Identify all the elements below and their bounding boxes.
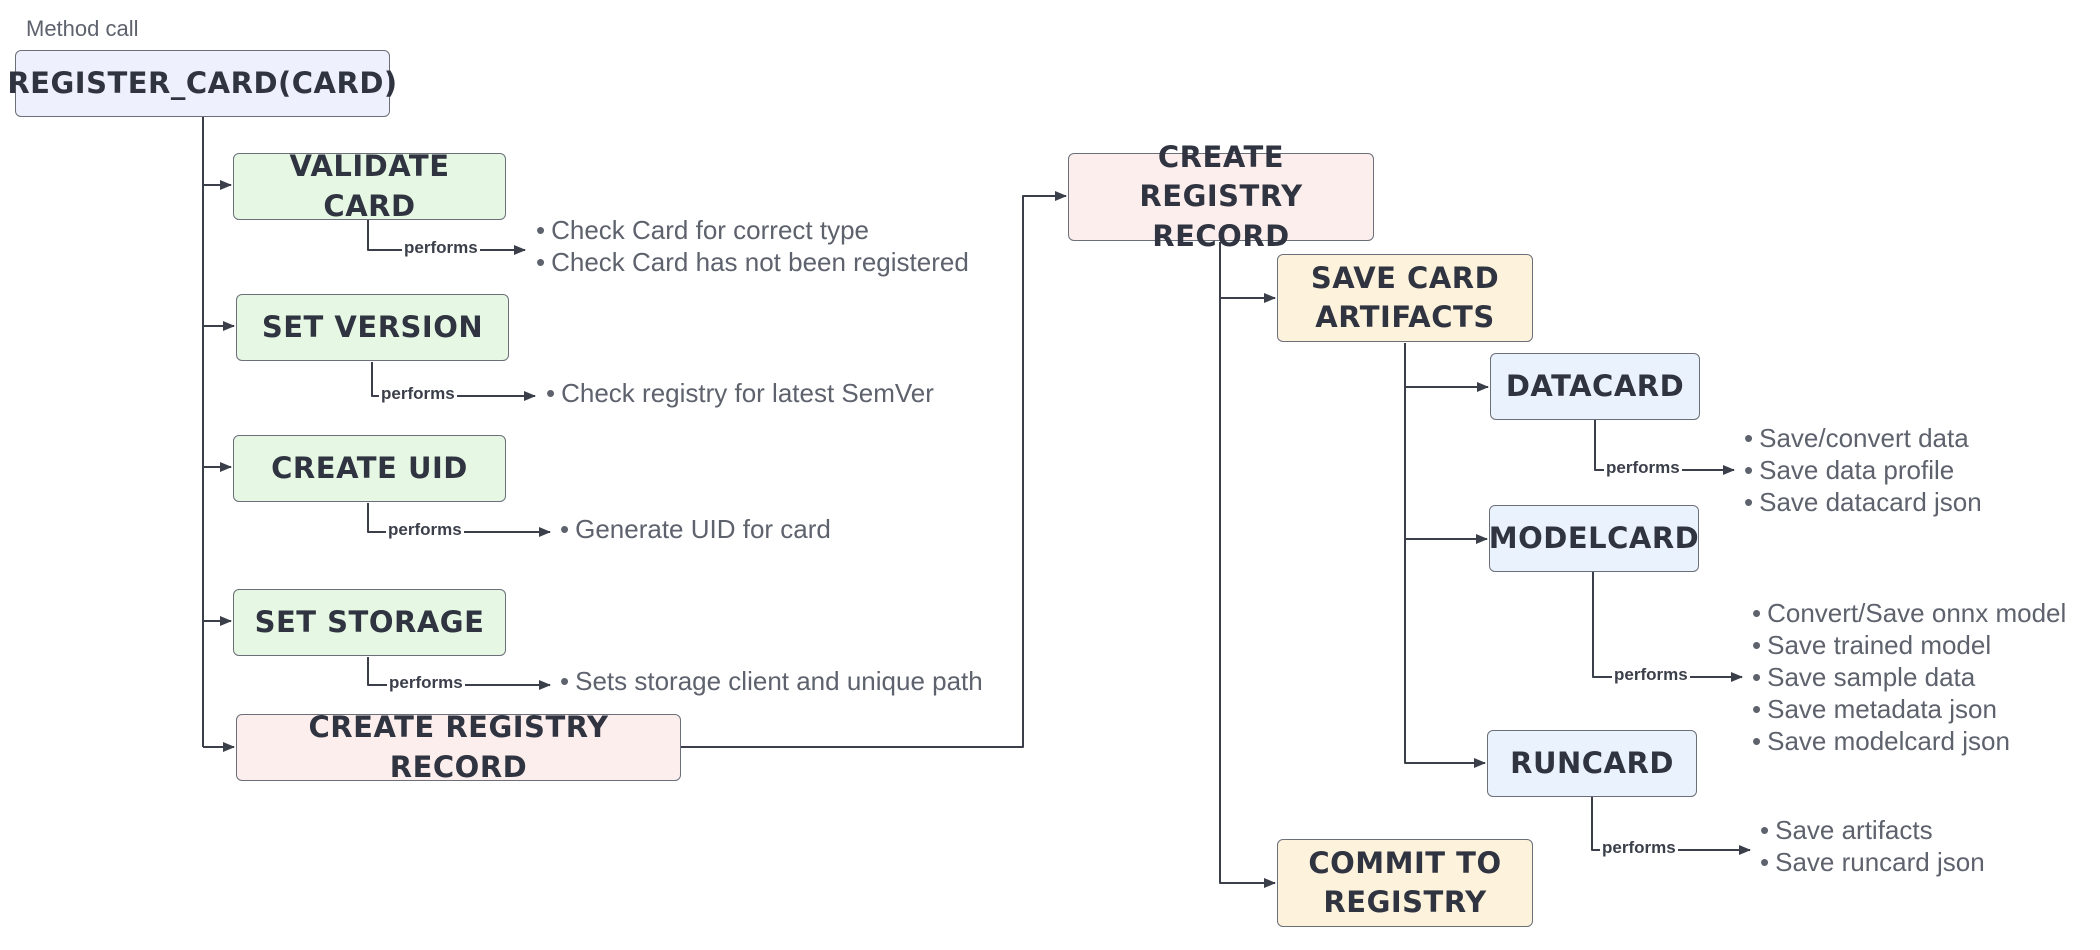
- node-create-registry-record-left: CREATE REGISTRY RECORD: [236, 710, 681, 784]
- performs-line-uid: [367, 503, 551, 537]
- action-item: Save runcard json: [1760, 846, 1985, 878]
- actions-version: Check registry for latest SemVer: [546, 377, 934, 409]
- node-save-card-artifacts: SAVE CARD ARTIFACTS: [1277, 254, 1533, 342]
- node-runcard: RUNCARD: [1487, 730, 1697, 797]
- performs-line-storage: [367, 657, 551, 690]
- actions-validate: Check Card for correct type Check Card h…: [536, 214, 969, 278]
- action-item: Save trained model: [1752, 629, 2066, 661]
- performs-label-modelcard: performs: [1612, 665, 1690, 685]
- actions-uid: Generate UID for card: [560, 513, 831, 545]
- node-set-version: SET VERSION: [236, 294, 509, 361]
- action-item: Sets storage client and unique path: [560, 665, 983, 697]
- node-create-registry-record-right: CREATE REGISTRY RECORD: [1068, 140, 1374, 253]
- actions-runcard: Save artifacts Save runcard json: [1760, 814, 1985, 878]
- action-item: Save modelcard json: [1752, 725, 2066, 757]
- action-item: Save metadata json: [1752, 693, 2066, 725]
- node-modelcard: MODELCARD: [1489, 505, 1699, 572]
- node-set-storage: SET STORAGE: [233, 589, 506, 656]
- performs-label-validate: performs: [402, 238, 480, 258]
- record-spine: [1219, 242, 1276, 888]
- action-item: Generate UID for card: [560, 513, 831, 545]
- actions-datacard: Save/convert data Save data profile Save…: [1744, 422, 1982, 518]
- performs-line-version: [371, 362, 536, 401]
- action-item: Convert/Save onnx model: [1752, 597, 2066, 629]
- performs-line-runcard: [1591, 797, 1751, 855]
- action-item: Save sample data: [1752, 661, 2066, 693]
- artifacts-spine: [1404, 343, 1486, 768]
- node-create-uid: CREATE UID: [233, 435, 506, 502]
- actions-modelcard: Convert/Save onnx model Save trained mod…: [1752, 597, 2066, 757]
- action-item: Check registry for latest SemVer: [546, 377, 934, 409]
- performs-label-uid: performs: [386, 520, 464, 540]
- action-item: Check Card has not been registered: [536, 246, 969, 278]
- node-datacard: DATACARD: [1490, 353, 1700, 420]
- node-validate-card: VALIDATE CARD: [233, 149, 506, 223]
- node-register-card: REGISTER_CARD(CARD): [7, 50, 397, 117]
- action-item: Save datacard json: [1744, 486, 1982, 518]
- performs-label-runcard: performs: [1600, 838, 1678, 858]
- action-item: Save artifacts: [1760, 814, 1985, 846]
- node-commit-to-registry: COMMIT TO REGISTRY: [1277, 839, 1533, 927]
- performs-label-datacard: performs: [1604, 458, 1682, 478]
- action-item: Save/convert data: [1744, 422, 1982, 454]
- performs-label-storage: performs: [387, 673, 465, 693]
- performs-label-version: performs: [379, 384, 457, 404]
- method-call-caption: Method call: [26, 16, 139, 41]
- performs-line-datacard: [1594, 420, 1735, 475]
- performs-line-modelcard: [1592, 572, 1743, 682]
- action-item: Check Card for correct type: [536, 214, 969, 246]
- arrow-record-to-record: [680, 191, 1067, 748]
- actions-storage: Sets storage client and unique path: [560, 665, 983, 697]
- action-item: Save data profile: [1744, 454, 1982, 486]
